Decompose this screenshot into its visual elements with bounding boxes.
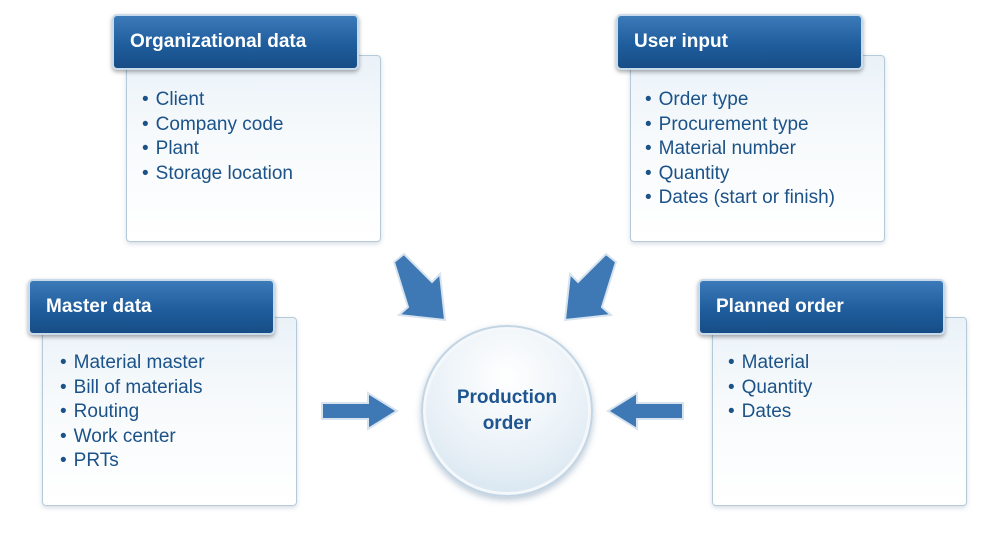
list-item: Storage location [142, 162, 293, 187]
planned-order-header: Planned order [698, 279, 945, 335]
list-item: Material [728, 351, 812, 376]
list-item: PRTs [60, 449, 205, 474]
organizational-data-title: Organizational data [130, 31, 307, 52]
arrow-from-organizational-data [392, 252, 447, 322]
master-data-header: Master data [28, 279, 275, 335]
production-order-circle: Production order [421, 325, 593, 497]
list-item: Bill of materials [60, 376, 205, 401]
list-item: Company code [142, 113, 293, 138]
list-item: Work center [60, 425, 205, 450]
list-item: Material number [645, 137, 835, 162]
list-item: Procurement type [645, 113, 835, 138]
list-item: Quantity [645, 162, 835, 187]
user-input-list: Order type Procurement type Material num… [645, 88, 835, 211]
list-item: Client [142, 88, 293, 113]
master-data-list: Material master Bill of materials Routin… [60, 351, 205, 474]
list-item: Dates (start or finish) [645, 186, 835, 211]
arrow-from-master-data [321, 391, 399, 431]
planned-order-title: Planned order [716, 296, 844, 317]
list-item: Quantity [728, 376, 813, 401]
list-item: Routing [60, 400, 205, 425]
organizational-data-list: Client Company code Plant Storage locati… [142, 88, 293, 186]
user-input-header: User input [616, 14, 863, 70]
master-data-title: Master data [46, 296, 152, 317]
arrow-from-planned-order [606, 391, 684, 431]
arrow-from-user-input [563, 252, 618, 322]
organizational-data-header: Organizational data [112, 14, 359, 70]
production-order-label-line2: order [482, 413, 532, 434]
list-item: Dates [728, 400, 812, 425]
planned-order-list: Material Quantity Dates [728, 351, 813, 425]
list-item: Material master [60, 351, 205, 376]
list-item: Order type [645, 88, 835, 113]
list-item: Plant [142, 137, 293, 162]
production-order-label-line1: Production [456, 387, 558, 408]
user-input-title: User input [634, 31, 728, 52]
